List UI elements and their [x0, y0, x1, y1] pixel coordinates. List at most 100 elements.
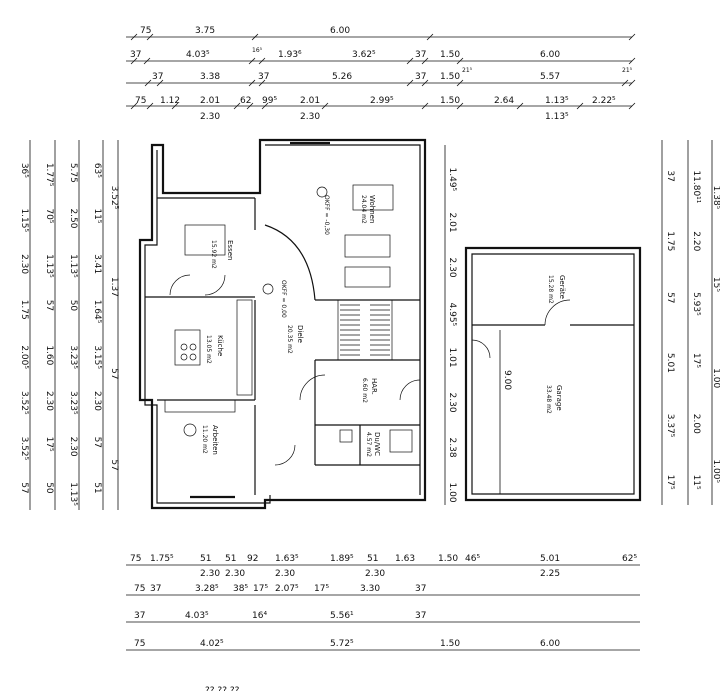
dim-tick — [321, 102, 329, 110]
bottom-dim: 2.30 — [225, 569, 245, 579]
vertical-dim: 1.75 — [19, 300, 29, 320]
bottom-dim: 1.63⁵ — [275, 554, 299, 564]
vertical-dim: 11⁵ — [92, 208, 102, 223]
garage-outline: Geräte 15.28 m2 Garage 33.48 m2 9.00 — [464, 246, 642, 502]
dim-tick — [146, 33, 154, 41]
vertical-dim: 17⁵ — [44, 437, 54, 452]
dim-tick — [156, 79, 164, 87]
room-area: 33.48 m2 — [545, 385, 552, 414]
vertical-dim: 1.60 — [44, 345, 54, 365]
vertical-dim: 3.37⁵ — [665, 414, 675, 438]
top-dim: 2.30 — [200, 112, 220, 122]
vertical-dim: 57 — [109, 368, 119, 379]
bottom-dim: 46⁵ — [465, 554, 480, 564]
top-dim: 62 — [240, 96, 251, 106]
top-dim: 1.13⁵ — [545, 96, 569, 106]
bottom-dim: 5.72⁵ — [330, 639, 354, 649]
dim-tick — [421, 79, 429, 87]
vertical-dim: 3.23⁵ — [68, 391, 78, 415]
bottom-dim: 92 — [247, 554, 258, 564]
dim-tick — [426, 33, 434, 41]
dim-tick — [248, 79, 256, 87]
dim-tick — [144, 79, 152, 87]
dim-tick — [258, 57, 266, 65]
top-dim: 16⁵ — [252, 47, 263, 54]
vertical-dim: 63⁵ — [92, 163, 102, 178]
top-dim: 2.22⁵ — [592, 96, 616, 106]
bottom-dim: 3.28⁵ — [195, 584, 219, 594]
top-dim: 99⁵ — [262, 96, 277, 106]
bottom-dim: 37 — [415, 611, 426, 621]
top-dim: 3.75 — [195, 26, 215, 36]
garage-inner-dim: 9.00 — [502, 370, 512, 390]
vertical-dim: 57 — [109, 459, 119, 470]
top-dim: 21⁵ — [462, 67, 473, 74]
office-chair — [183, 423, 197, 437]
vertical-dim: 1.49⁵ — [447, 168, 457, 192]
vertical-dim: 50 — [68, 300, 78, 312]
vertical-dim: 11.80¹¹ — [691, 170, 701, 203]
vertical-dim: 1.00 — [447, 483, 457, 503]
room-name: Essen — [226, 240, 234, 260]
staircase — [337, 299, 393, 361]
top-dimension-chains: 75 3.75 6.00 37 4.03⁵ 16⁵ 1.93⁶ 3.62⁵ 37… — [126, 26, 636, 122]
footer-text: ??.??.?? — [205, 686, 240, 691]
stove — [174, 329, 201, 366]
vertical-dim: 5.01 — [665, 353, 675, 373]
vertical-dim: 50 — [44, 482, 54, 494]
vertical-dim: 1.00⁵ — [711, 459, 720, 483]
okff-label: OKFF = -0,30 — [323, 195, 330, 235]
dim-tick — [146, 102, 154, 110]
vertical-dim: 4.95⁵ — [447, 303, 457, 327]
vertical-dim: 57 — [19, 482, 29, 493]
room-area: 4.57 m2 — [365, 432, 372, 457]
room-area: 15.28 m2 — [547, 275, 554, 304]
vertical-dim: 2.30 — [447, 258, 457, 278]
vertical-dim: 1.75 — [665, 231, 675, 251]
bottom-dim: 51 — [200, 554, 211, 564]
vertical-dim: 3.52⁵ — [19, 437, 29, 461]
bottom-dim: 75 — [134, 584, 145, 594]
dim-tick — [621, 79, 629, 87]
vertical-dim: 17⁵ — [691, 353, 701, 368]
vertical-dim: 3.15⁵ — [92, 345, 102, 369]
bottom-dim: 1.50 — [440, 639, 460, 649]
room-labels: Wohnen 24.04 m2 OKFF = -0,30 Essen 15.92… — [201, 195, 381, 457]
dim-tick — [233, 102, 241, 110]
vertical-dim: 2.30 — [447, 393, 457, 413]
top-dim: 37 — [415, 50, 426, 60]
bottom-dim: 6.00 — [540, 639, 560, 649]
vertical-dim: 36⁵ — [19, 163, 29, 178]
vertical-dim: 57 — [92, 437, 102, 448]
dim-tick — [576, 102, 584, 110]
top-dim: 2.01 — [300, 96, 320, 106]
vertical-dim: 2.30 — [92, 391, 102, 411]
dim-tick — [130, 102, 138, 110]
vertical-dim: 3.41 — [92, 254, 102, 274]
house-outline — [138, 138, 427, 510]
bottom-dim: 37 — [415, 584, 426, 594]
sink — [339, 429, 353, 443]
top-dim: 3.62⁵ — [352, 50, 376, 60]
vertical-dim: 2.00 — [691, 414, 701, 434]
furniture — [164, 184, 413, 453]
vertical-dim: 37 — [665, 170, 675, 181]
room-name: Wohnen — [368, 195, 376, 223]
dim-tick — [246, 102, 254, 110]
room-area: 24.04 m2 — [360, 195, 367, 224]
left-dimension-chains: 36⁵1.15⁵2.301.752.00⁵3.52⁵3.52⁵571.77⁵70… — [19, 140, 119, 510]
vertical-dim: 2.30 — [19, 254, 29, 274]
dim-tick — [130, 57, 138, 65]
vertical-dim: 2.01 — [447, 213, 457, 233]
vertical-dim: 5.93⁵ — [691, 292, 701, 316]
bottom-dim: 4.03⁵ — [185, 611, 209, 621]
room-area: 11.20 m2 — [201, 425, 208, 454]
vertical-dim: 57 — [44, 300, 54, 311]
vertical-dim: 2.50 — [68, 208, 78, 228]
bottom-dim: 1.63 — [395, 554, 415, 564]
top-dim: 37 — [130, 50, 141, 60]
vertical-dim: 1.13⁵ — [68, 254, 78, 278]
top-dim: 1.13⁵ — [545, 112, 569, 122]
bottom-dim: 75 — [134, 639, 145, 649]
